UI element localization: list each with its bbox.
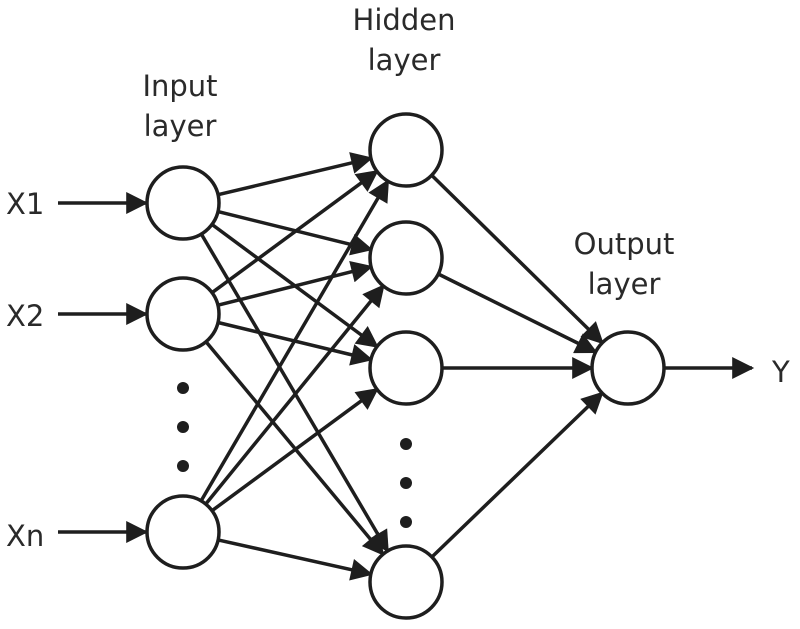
ellipsis-dot [400, 516, 412, 528]
input-label-x2: X2 [6, 299, 44, 333]
input-layer-title-line1: Input [142, 69, 217, 103]
hidden-node-1 [368, 112, 444, 188]
ellipsis-dot [177, 382, 189, 394]
hidden-node-m [368, 544, 444, 620]
edge-hidden4-output [430, 391, 604, 559]
hidden-layer-title-line1: Hidden [353, 3, 456, 37]
input-label-x1: X1 [6, 187, 44, 221]
output-node [590, 330, 666, 406]
output-layer-title-line2: layer [588, 267, 661, 301]
output-layer-title-line1: Output [574, 227, 675, 261]
input-node-2 [145, 276, 221, 352]
edge-hidden2-output [437, 272, 598, 354]
ellipsis-dot [177, 421, 189, 433]
hidden-node-2 [368, 220, 444, 296]
output-label-y: Y [771, 355, 790, 389]
input-layer-title-line2: layer [144, 109, 217, 143]
edge-hidden1-output [430, 173, 604, 345]
edge-input2-hidden1 [210, 169, 379, 295]
input-label-xn: Xn [6, 519, 44, 553]
edge-input1-hidden1 [217, 152, 374, 197]
edge-input3-hidden2 [204, 284, 385, 506]
edge-input2-hidden2 [217, 260, 374, 307]
input-node-n [145, 494, 221, 570]
ellipsis-dot [400, 438, 412, 450]
connections [199, 152, 604, 581]
ellipsis-dot [400, 477, 412, 489]
hidden-node-3 [368, 330, 444, 406]
hidden-layer-title-line2: layer [368, 43, 441, 77]
ellipsis-dot [177, 460, 189, 472]
input-node-1 [145, 165, 221, 241]
edge-input3-hidden4 [217, 538, 374, 581]
edge-input3-hidden1 [199, 179, 390, 502]
edge-input3-hidden3 [210, 387, 379, 513]
